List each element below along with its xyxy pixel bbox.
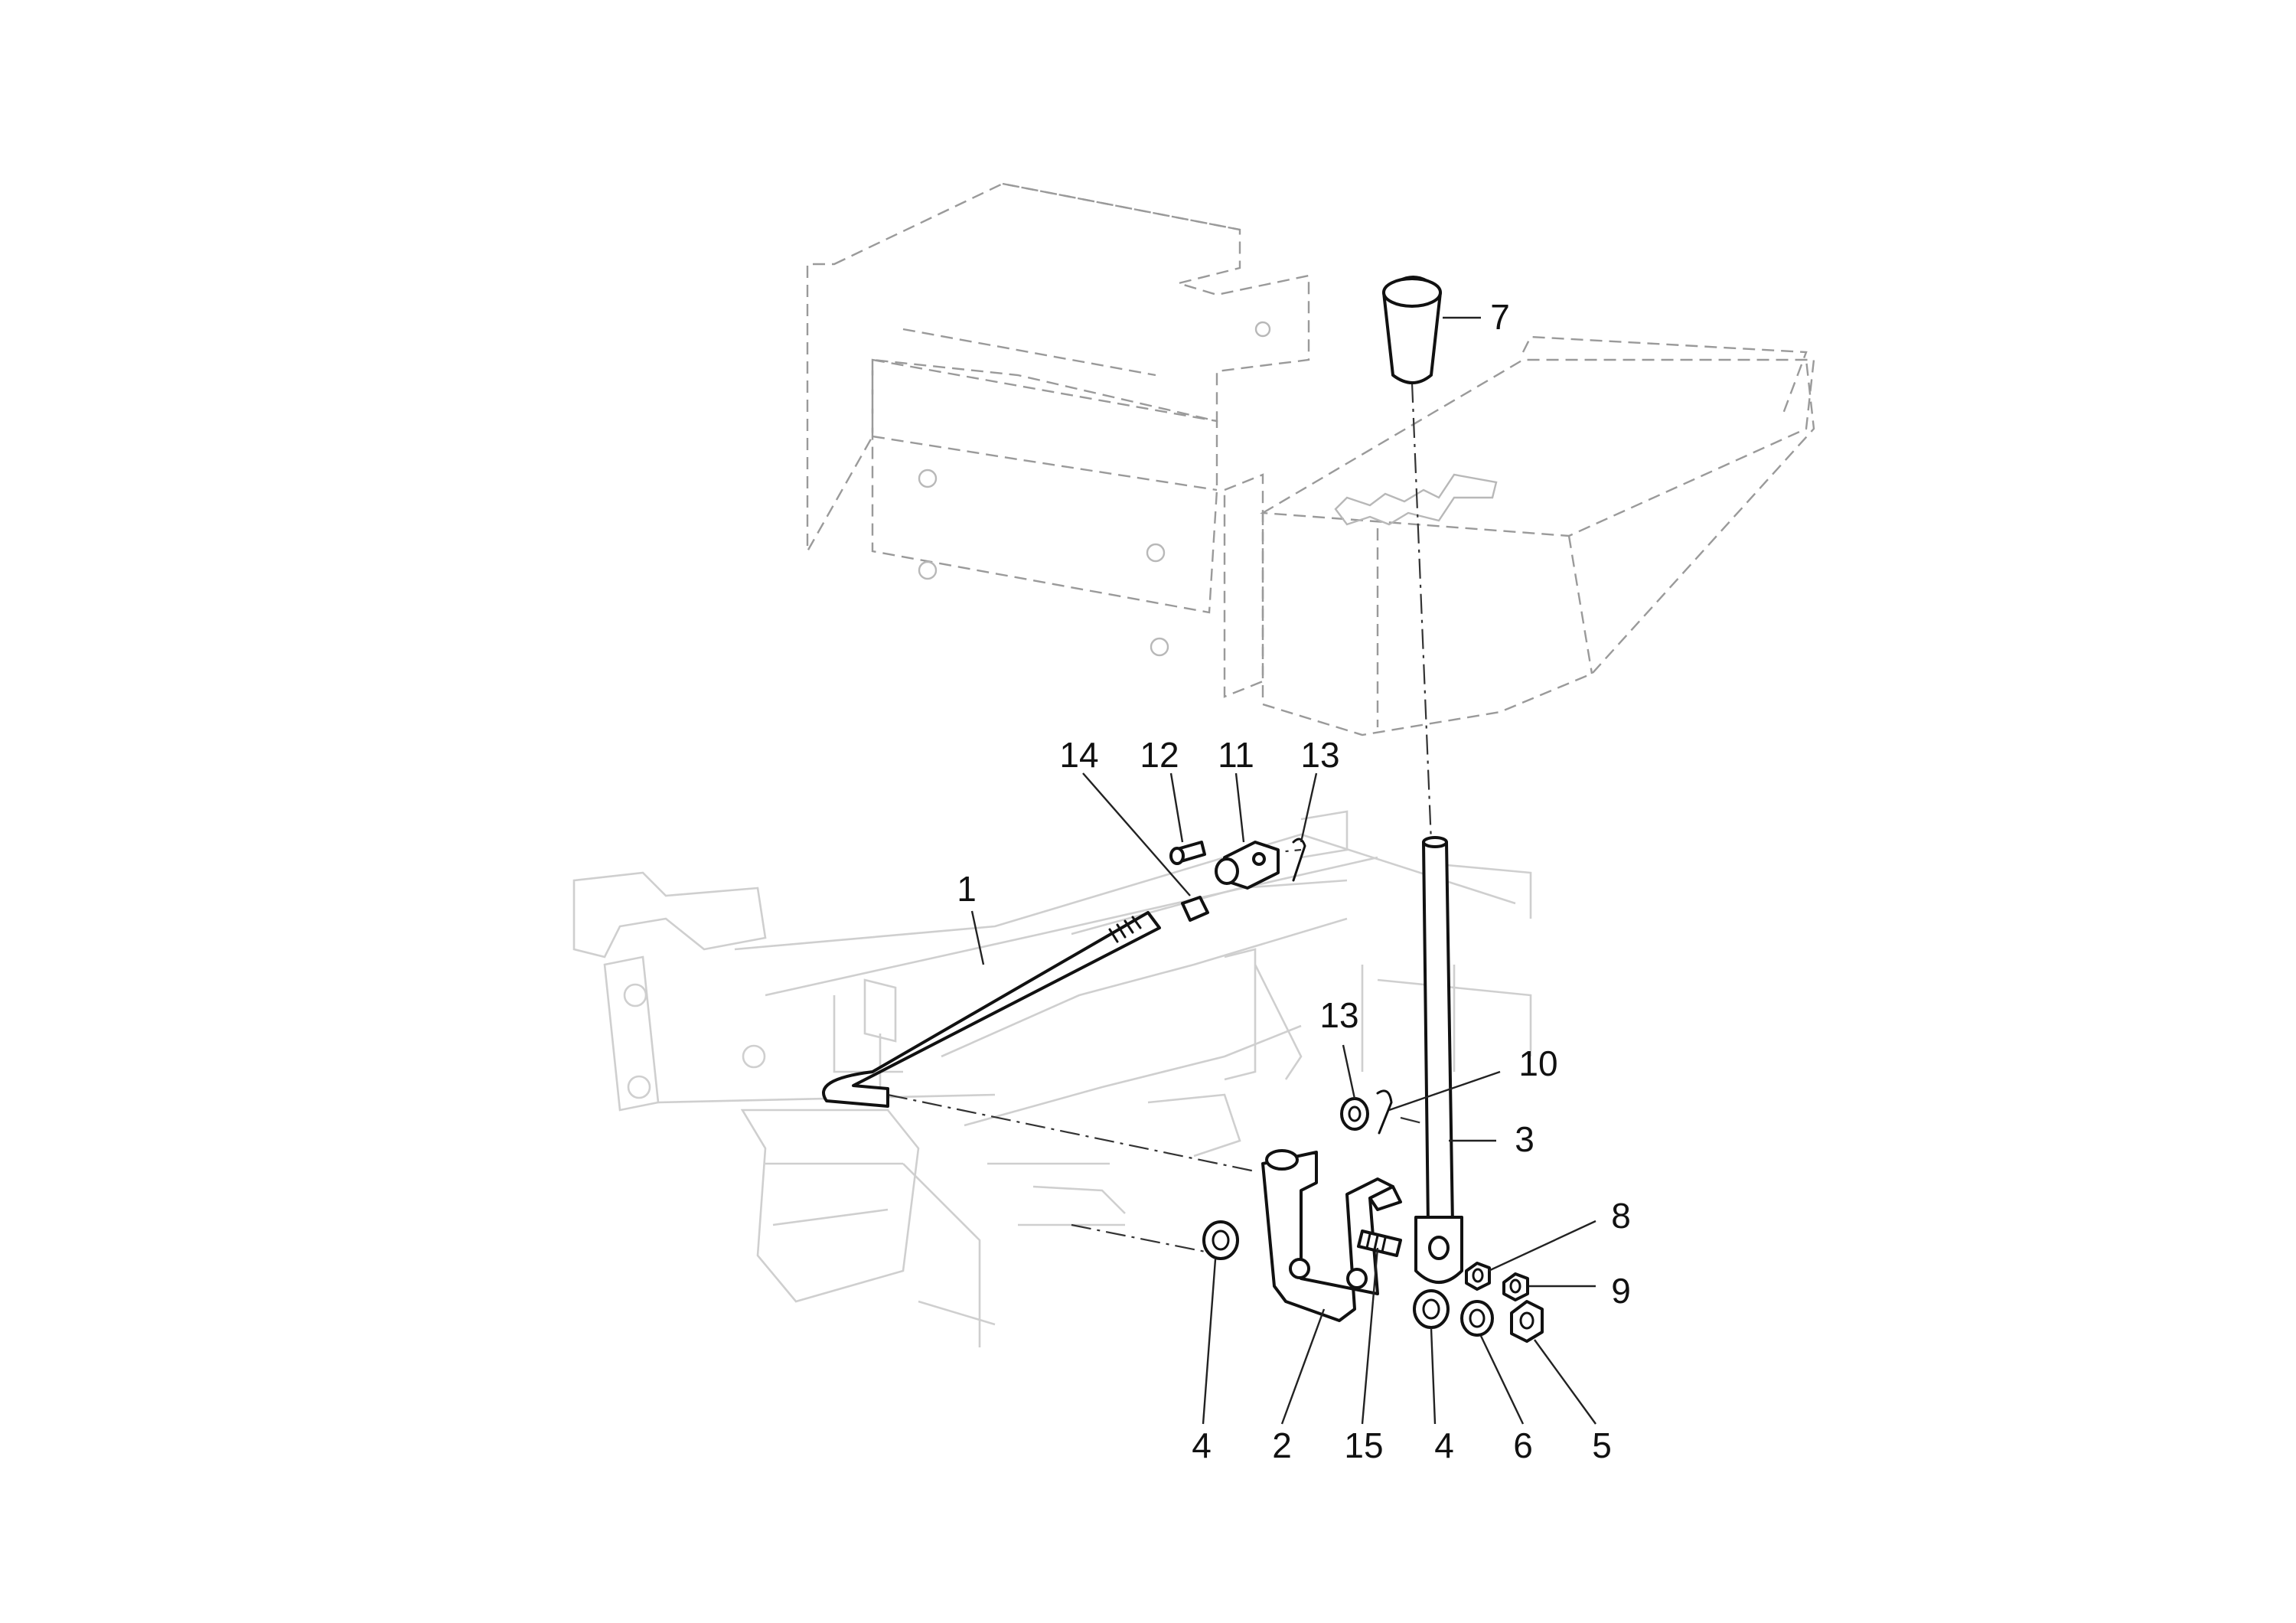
callout-13-top: 13 bbox=[1300, 735, 1339, 775]
shift-lever-rod bbox=[1414, 836, 1463, 1284]
callout-6: 6 bbox=[1513, 1425, 1533, 1465]
callout-4-right: 4 bbox=[1434, 1425, 1454, 1465]
nut-8 bbox=[1465, 1262, 1491, 1291]
callout-13-right: 13 bbox=[1319, 995, 1358, 1035]
background-chassis bbox=[572, 810, 1532, 1347]
stud-15 bbox=[1357, 1229, 1402, 1257]
callout-2: 2 bbox=[1272, 1425, 1292, 1465]
callout-5: 5 bbox=[1592, 1425, 1612, 1465]
callout-8: 8 bbox=[1611, 1196, 1631, 1236]
bushing-4-left bbox=[1202, 1220, 1239, 1260]
callout-4-left: 4 bbox=[1192, 1425, 1212, 1465]
shift-bracket bbox=[1261, 1149, 1402, 1322]
rod-end-hardware bbox=[1169, 838, 1306, 922]
washer-6 bbox=[1460, 1300, 1494, 1337]
callout-7: 7 bbox=[1490, 297, 1510, 337]
washer-and-cotter bbox=[1340, 1089, 1393, 1135]
callout-labels: 7 1 14 12 11 13 13 10 3 8 9 4 2 15 4 6 5 bbox=[957, 297, 1631, 1465]
callout-9: 9 bbox=[1611, 1271, 1631, 1311]
shift-knob bbox=[1382, 276, 1442, 384]
bushing-4-right bbox=[1413, 1289, 1450, 1329]
nut-5 bbox=[1510, 1300, 1544, 1343]
ghost-console-housing bbox=[806, 182, 1815, 736]
callout-1: 1 bbox=[957, 869, 977, 909]
leader-lines bbox=[970, 316, 1596, 1425]
callout-15: 15 bbox=[1344, 1425, 1383, 1465]
callout-10: 10 bbox=[1518, 1043, 1557, 1083]
callout-14: 14 bbox=[1059, 735, 1098, 775]
nut-14 bbox=[1181, 896, 1209, 922]
callout-11: 11 bbox=[1218, 735, 1254, 775]
callout-3: 3 bbox=[1515, 1119, 1534, 1159]
callout-12: 12 bbox=[1140, 735, 1179, 775]
nut-9 bbox=[1502, 1272, 1529, 1301]
shift-link-rod bbox=[822, 911, 1161, 1108]
